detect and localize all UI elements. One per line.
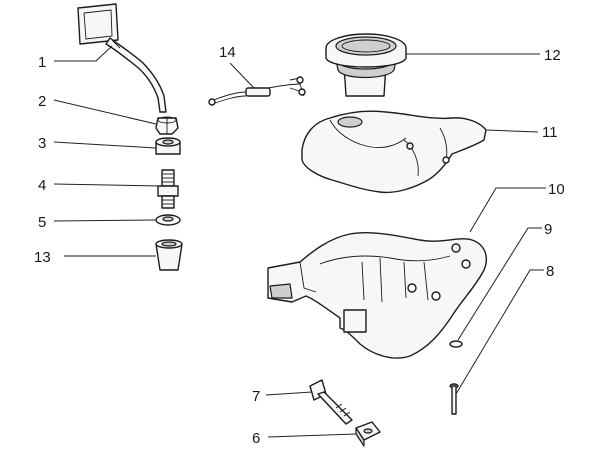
callout-13: 13 — [34, 249, 51, 266]
part-1-mirror — [77, 3, 167, 113]
part-12-speedometer — [325, 33, 407, 97]
part-14-wiring — [208, 76, 306, 106]
callout-1: 1 — [38, 54, 46, 71]
callout-4: 4 — [38, 177, 46, 194]
part-3-bushing — [155, 137, 181, 155]
callout-8: 8 — [546, 263, 554, 280]
part-4-stud — [157, 169, 179, 209]
part-7-bolt — [309, 379, 353, 425]
callout-2: 2 — [38, 93, 46, 110]
callout-9: 9 — [544, 221, 552, 238]
callout-11: 11 — [542, 124, 558, 141]
callout-10: 10 — [548, 181, 565, 198]
leader-lines — [53, 45, 546, 438]
part-13-rubber-cap — [155, 239, 183, 271]
part-2-nut — [155, 116, 179, 135]
callout-14: 14 — [219, 44, 236, 61]
part-8-screw — [449, 383, 459, 415]
callout-3: 3 — [38, 135, 46, 152]
part-6-square-nut — [355, 421, 381, 447]
part-11-handlebar-cover — [301, 110, 487, 194]
callout-5: 5 — [38, 214, 46, 231]
part-5-washer — [155, 214, 181, 226]
callout-6: 6 — [252, 430, 260, 447]
callout-7: 7 — [252, 388, 260, 405]
part-10-handlebar-body — [267, 231, 488, 359]
part-9-grommet — [449, 340, 463, 348]
callout-12: 12 — [544, 47, 561, 64]
